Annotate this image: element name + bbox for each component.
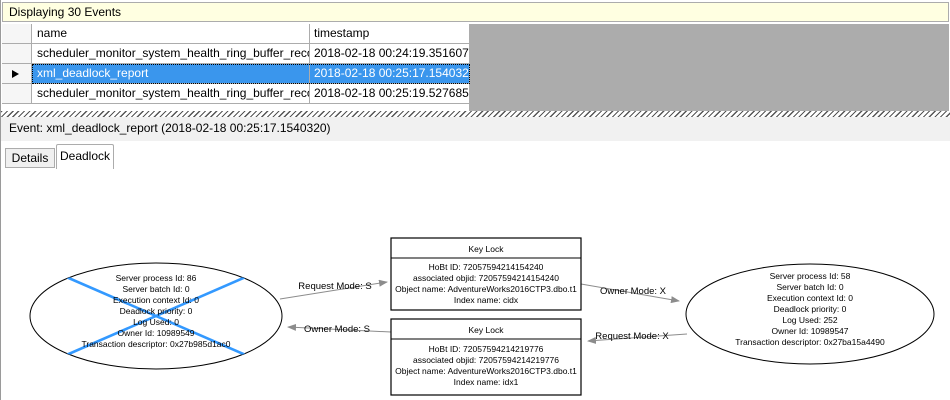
tab-deadlock[interactable]: Deadlock (56, 144, 114, 169)
victim-cross-icon (40, 264, 272, 368)
resource-attr: HoBt ID: 72057594214219776 (429, 344, 544, 354)
resource-attr: Index name: cidx (454, 295, 519, 305)
process-attr: Owner Id: 10989549 (117, 328, 194, 338)
column-header-timestamp[interactable]: timestamp (310, 24, 470, 44)
edge-label: Request Mode: S (298, 281, 371, 292)
row-gutter[interactable] (2, 84, 32, 104)
process-attr: Server process Id: 86 (116, 273, 197, 283)
tab-details[interactable]: Details (5, 148, 55, 168)
process-attr: Owner Id: 10989547 (771, 326, 848, 336)
process-attr: Transaction descriptor: 0x27b985d1ac0 (82, 339, 231, 349)
events-grid: name timestamp scheduler_monitor_system_… (2, 24, 470, 111)
resource-node-keylock-top[interactable]: Key Lock HoBt ID: 72057594214154240 asso… (390, 237, 582, 311)
process-attr: Execution context Id: 0 (113, 295, 199, 305)
event-timestamp-cell[interactable]: 2018-02-18 00:24:19.3516078 (310, 44, 470, 64)
event-detail-pane: Details Deadlock Request Mode: S Owner M… (1, 141, 950, 400)
process-attr: Log Used: 0 (133, 317, 179, 327)
grid-header-row: name timestamp (2, 24, 470, 44)
resource-rect[interactable] (390, 318, 582, 396)
process-attr: Server process Id: 58 (770, 271, 851, 281)
event-name-cell[interactable]: scheduler_monitor_system_health_ring_buf… (32, 44, 310, 64)
resource-node-keylock-bottom[interactable]: Key Lock HoBt ID: 72057594214219776 asso… (390, 318, 582, 396)
resource-attr: Object name: AdventureWorks2016CTP3.dbo.… (395, 366, 577, 376)
edge-label: Request Mode: X (595, 331, 669, 342)
resource-attr: Index name: idx1 (454, 377, 519, 387)
column-header-name[interactable]: name (32, 24, 310, 44)
grid-footer-strip (2, 104, 470, 111)
process-node[interactable]: Server process Id: 58 Server batch Id: 0… (685, 263, 935, 365)
process-attr: Server batch Id: 0 (122, 284, 189, 294)
event-timestamp-cell[interactable]: 2018-02-18 00:25:17.1540320 (310, 64, 470, 84)
resource-attr: Object name: AdventureWorks2016CTP3.dbo.… (395, 284, 577, 294)
process-node-victim[interactable]: Server process Id: 86 Server batch Id: 0… (29, 262, 283, 370)
event-name-cell[interactable]: scheduler_monitor_system_health_ring_buf… (32, 84, 310, 104)
event-timestamp-cell[interactable]: 2018-02-18 00:25:19.5276859 (310, 84, 470, 104)
row-gutter[interactable] (2, 44, 32, 64)
process-attr: Transaction descriptor: 0x27ba15a4490 (735, 337, 885, 347)
edge-owner-x: Owner Mode: X (580, 283, 680, 304)
event-name-cell[interactable]: xml_deadlock_report (32, 64, 310, 84)
resource-rect[interactable] (390, 237, 582, 311)
resource-title: Key Lock (469, 325, 505, 335)
event-row-selected[interactable]: xml_deadlock_report 2018-02-18 00:25:17.… (2, 64, 470, 84)
process-attr: Execution context Id: 0 (767, 293, 853, 303)
process-attr: Deadlock priority: 0 (120, 306, 193, 316)
resource-title: Key Lock (469, 244, 505, 254)
process-ellipse[interactable] (685, 263, 935, 365)
process-attr: Deadlock priority: 0 (774, 304, 847, 314)
process-attr: Server batch Id: 0 (776, 282, 843, 292)
event-row[interactable]: scheduler_monitor_system_health_ring_buf… (2, 44, 470, 64)
current-row-indicator-icon (12, 70, 19, 78)
edge-request-x: Request Mode: X (587, 331, 688, 344)
edge-label: Owner Mode: X (600, 286, 667, 297)
resource-attr: associated objid: 72057594214154240 (413, 273, 559, 283)
edge-request-s: Request Mode: S (279, 279, 388, 300)
event-row[interactable]: scheduler_monitor_system_health_ring_buf… (2, 84, 470, 104)
resource-attr: HoBt ID: 72057594214154240 (429, 262, 544, 272)
event-title: Event: xml_deadlock_report (2018-02-18 0… (1, 117, 950, 141)
edge-label: Owner Mode: S (304, 324, 370, 335)
events-count-bar: Displaying 30 Events (2, 2, 949, 22)
row-gutter[interactable] (2, 64, 32, 84)
pane-splitter[interactable] (1, 111, 950, 117)
deadlock-graph: Request Mode: S Owner Mode: S Owner Mode… (29, 237, 935, 396)
resource-attr: associated objid: 72057594214219776 (413, 355, 559, 365)
row-selector-header[interactable] (2, 24, 32, 44)
process-attr: Log Used: 252 (782, 315, 838, 325)
edge-owner-s: Owner Mode: S (287, 323, 392, 335)
events-grid-zone: name timestamp scheduler_monitor_system_… (2, 24, 949, 111)
